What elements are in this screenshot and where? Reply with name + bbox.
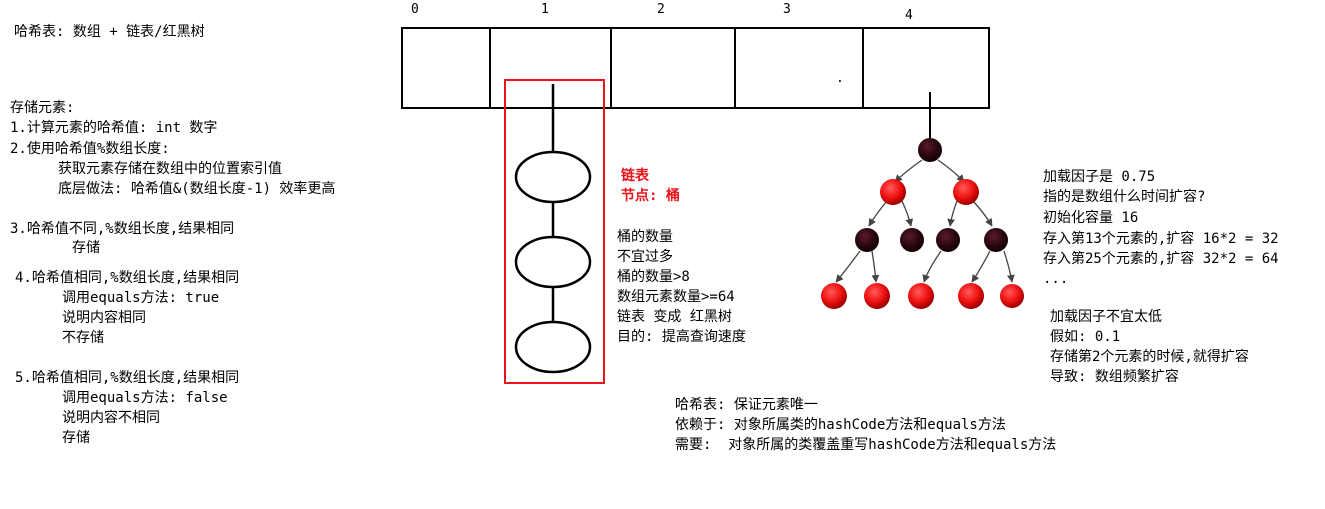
linked-list [514,84,592,374]
load-factor-line-4: 存入第13个元素的,扩容 16*2 = 32 [1043,231,1279,247]
array-index-4: 4 [905,8,913,23]
tree-node-l3-c [908,283,934,309]
linked-list-node-label: 节点: 桶 [621,188,680,204]
step-4: 4.哈希值相同,%数组长度,结果相同 [15,270,240,286]
load-factor-line-2: 指的是数组什么时间扩容? [1043,189,1206,205]
bucket-note-3: 桶的数量>8 [617,269,690,285]
diagram-title: 哈希表: 数组 + 链表/红黑树 [14,24,205,40]
load-factor-line-6: ... [1043,271,1069,287]
bucket-note-4: 数组元素数量>=64 [617,289,735,305]
array-cell-1 [489,27,612,109]
load-factor-line-3: 初始化容量 16 [1043,210,1139,226]
load-factor-low-2: 假如: 0.1 [1050,329,1121,345]
step-4-detail-b: 说明内容相同 [62,310,146,326]
array-cell-3 [734,27,864,109]
load-factor-low-4: 导致: 数组频繁扩容 [1050,369,1179,385]
array-index-0: 0 [411,2,419,17]
array-cell-4 [862,27,990,109]
linked-list-highlight [504,79,605,384]
step-4-detail-c: 不存储 [62,330,104,346]
array-index-1: 1 [541,2,549,17]
step-3-detail: 存储 [72,240,100,256]
tree-node-l2-c [936,228,960,252]
linked-list-label: 链表 [621,168,649,184]
step-5-detail-b: 说明内容不相同 [62,410,160,426]
red-black-tree [821,92,1024,309]
tree-node-root [918,138,942,162]
step-1: 1.计算元素的哈希值: int 数字 [10,120,218,136]
step-3: 3.哈希值不同,%数组长度,结果相同 [10,221,235,237]
bucket-note-1: 桶的数量 [617,229,673,245]
load-factor-line-5: 存入第25个元素的,扩容 32*2 = 64 [1043,251,1279,267]
array-buckets [401,27,990,109]
list-node-2 [514,235,592,289]
array-cell-2 [610,27,736,109]
load-factor-low-1: 加载因子不宜太低 [1050,309,1162,325]
step-5-detail-c: 存储 [62,430,90,446]
bucket-note-6: 目的: 提高查询速度 [617,329,746,345]
tree-node-l3-b [864,283,890,309]
step-2-detail-a: 获取元素存储在数组中的位置索引值 [58,161,282,177]
tree-node-l3-e [1000,284,1024,308]
uniqueness-line-2: 依赖于: 对象所属类的hashCode方法和equals方法 [675,417,1006,433]
array-index-3: 3 [783,2,791,17]
tree-node-l1-b [953,179,979,205]
tree-node-l3-d [958,283,984,309]
tree-node-l2-a [855,228,879,252]
step-5: 5.哈希值相同,%数组长度,结果相同 [15,370,240,386]
step-5-detail-a: 调用equals方法: false [62,390,228,406]
tree-node-l1-a [880,179,906,205]
uniqueness-line-3: 需要: 对象所属的类覆盖重写hashCode方法和equals方法 [675,437,1057,453]
bucket-note-5: 链表 变成 红黑树 [617,309,732,325]
tree-node-l3-a [821,283,847,309]
list-node-1 [514,150,592,204]
tree-node-l2-b [900,228,924,252]
storage-heading: 存储元素: [10,100,75,116]
load-factor-low-3: 存储第2个元素的时候,就得扩容 [1050,349,1249,365]
array-stray-dot: . [836,71,844,86]
list-node-3 [514,320,592,374]
array-index-2: 2 [657,2,665,17]
load-factor-line-1: 加载因子是 0.75 [1043,169,1156,185]
tree-node-l2-d [984,228,1008,252]
array-cell-0 [401,27,491,109]
step-2: 2.使用哈希值%数组长度: [10,141,170,157]
step-2-detail-b: 底层做法: 哈希值&(数组长度-1) 效率更高 [58,181,336,197]
uniqueness-line-1: 哈希表: 保证元素唯一 [675,397,818,413]
step-4-detail-a: 调用equals方法: true [62,290,220,306]
bucket-note-2: 不宜过多 [617,249,673,265]
